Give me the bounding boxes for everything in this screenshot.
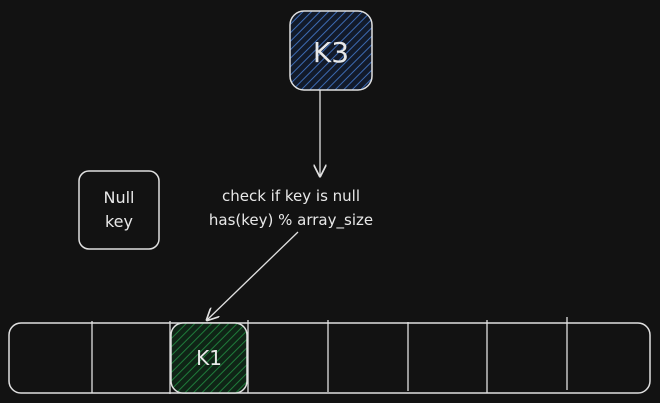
null-key-node[interactable]: Null key (78, 170, 160, 250)
hash-array (8, 317, 651, 394)
null-key-line1: Null (104, 188, 135, 207)
null-key-line2: key (105, 212, 133, 231)
key-node-k3[interactable]: K3 (289, 10, 373, 91)
arrow-to-slot (207, 231, 299, 320)
key-node-k1[interactable]: K1 (170, 322, 248, 394)
annotation-line2: has(key) % array_size (209, 211, 373, 230)
k3-label: K3 (313, 36, 349, 69)
annotation-line1: check if key is null (222, 187, 360, 205)
k1-label: K1 (196, 346, 222, 370)
